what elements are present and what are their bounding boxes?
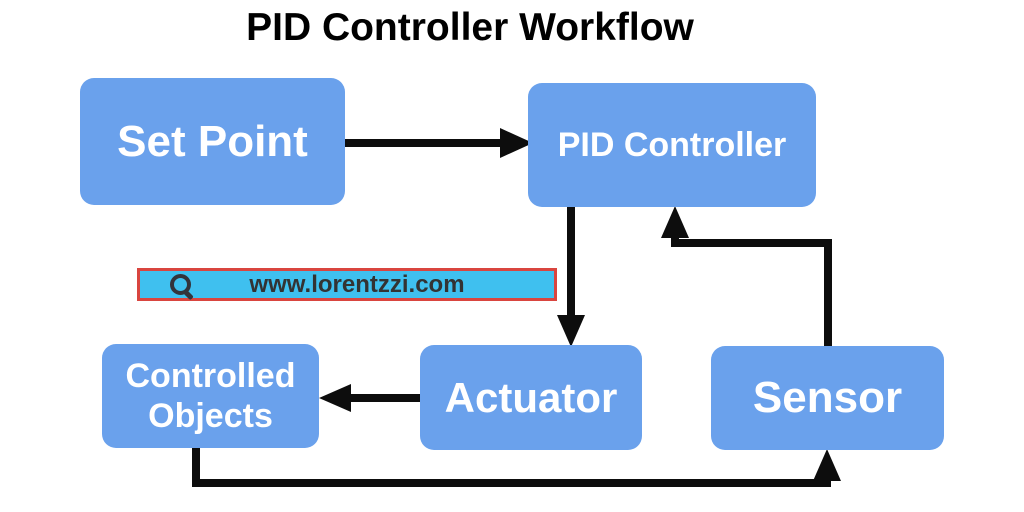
edge-actuator-to-controlled-arrow bbox=[319, 384, 420, 412]
edge-setpoint-to-pid-arrow bbox=[345, 128, 533, 158]
node-set-point-label: Set Point bbox=[117, 116, 308, 166]
edge-controlled-to-sensor-arrow bbox=[192, 448, 841, 487]
node-controlled-objects-label: Controlled Objects bbox=[125, 357, 296, 435]
node-sensor-label: Sensor bbox=[752, 373, 903, 422]
watermark-url: www.lorentzzi.com bbox=[249, 270, 465, 298]
edge-pid-to-actuator-arrow bbox=[557, 207, 585, 347]
node-pid-controller-label: PID Controller bbox=[557, 125, 787, 164]
edge-sensor-to-pid-arrow bbox=[661, 206, 832, 346]
node-actuator: Actuator bbox=[420, 345, 642, 450]
node-set-point: Set Point bbox=[80, 78, 345, 205]
node-controlled-objects: Controlled Objects bbox=[102, 344, 319, 448]
node-sensor: Sensor bbox=[711, 346, 944, 450]
node-actuator-label: Actuator bbox=[444, 373, 618, 421]
watermark-search-bar[interactable]: www.lorentzzi.com bbox=[137, 268, 557, 301]
node-pid-controller: PID Controller bbox=[528, 83, 816, 207]
search-icon bbox=[170, 274, 191, 295]
page-title: PID Controller Workflow bbox=[246, 6, 694, 49]
